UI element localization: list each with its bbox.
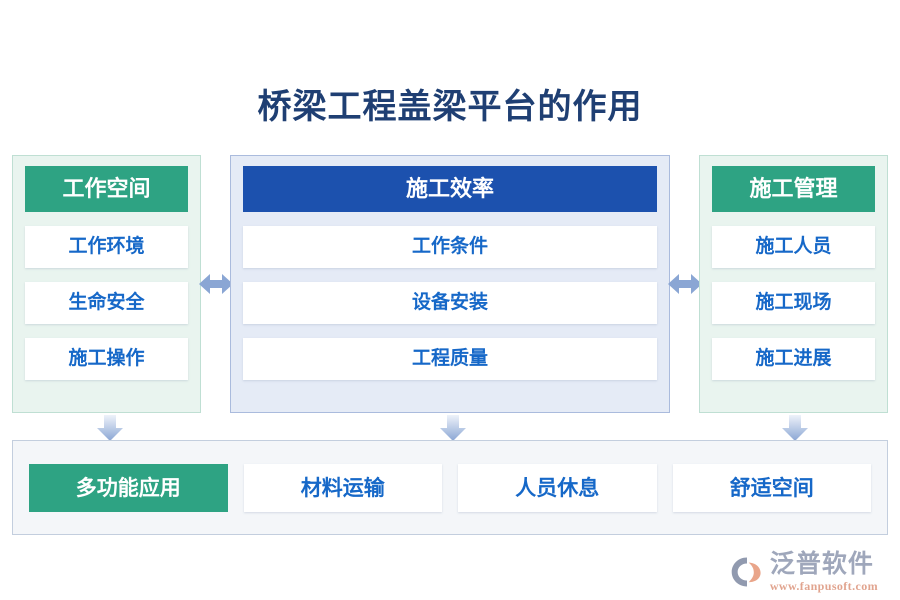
columns-band: 工作空间 工作环境 生命安全 施工操作 施工效率 工作条件 设备安装 工程质量 … [12, 155, 888, 413]
double-arrow-horizontal-icon [198, 274, 233, 294]
panel-work-space: 工作空间 工作环境 生命安全 施工操作 [12, 155, 201, 413]
connector-left-center [198, 155, 233, 413]
fanpu-logo-icon [731, 557, 761, 587]
connector-center-right [667, 155, 702, 413]
list-item[interactable]: 施工进展 [712, 338, 875, 380]
list-item[interactable]: 工作环境 [25, 226, 188, 268]
panel-center-header: 施工效率 [243, 166, 657, 212]
watermark-name: 泛普软件 [769, 550, 874, 578]
list-item[interactable]: 施工现场 [712, 282, 875, 324]
page-title: 桥梁工程盖梁平台的作用 [257, 89, 643, 126]
list-item[interactable]: 设备安装 [243, 282, 657, 324]
list-item[interactable]: 工程质量 [243, 338, 657, 380]
panel-construction-management: 施工管理 施工人员 施工现场 施工进展 [699, 155, 888, 413]
list-item[interactable]: 施工人员 [712, 226, 875, 268]
watermark-url: www.fanpusoft.com [769, 579, 878, 593]
bottom-cell-multifunction[interactable]: 多功能应用 [29, 463, 228, 512]
list-item[interactable]: 生命安全 [25, 282, 188, 324]
panel-left-header: 工作空间 [25, 166, 188, 212]
arrow-down-icon-right [782, 415, 808, 441]
bottom-cell-personnel-rest[interactable]: 人员休息 [458, 463, 657, 512]
arrow-down-icon-center [440, 415, 466, 441]
list-item[interactable]: 工作条件 [243, 226, 657, 268]
arrow-down-icon-left [97, 415, 123, 441]
watermark: 泛普软件 www.fanpusoft.com [730, 552, 878, 592]
list-item[interactable]: 施工操作 [25, 338, 188, 380]
panel-construction-efficiency: 施工效率 工作条件 设备安装 工程质量 [230, 155, 670, 413]
bottom-cell-material-transport[interactable]: 材料运输 [243, 463, 442, 512]
panel-right-header: 施工管理 [712, 166, 875, 212]
bottom-cell-comfort-space[interactable]: 舒适空间 [672, 463, 871, 512]
double-arrow-horizontal-icon [667, 274, 702, 294]
bottom-band: 多功能应用 材料运输 人员休息 舒适空间 [12, 440, 888, 535]
